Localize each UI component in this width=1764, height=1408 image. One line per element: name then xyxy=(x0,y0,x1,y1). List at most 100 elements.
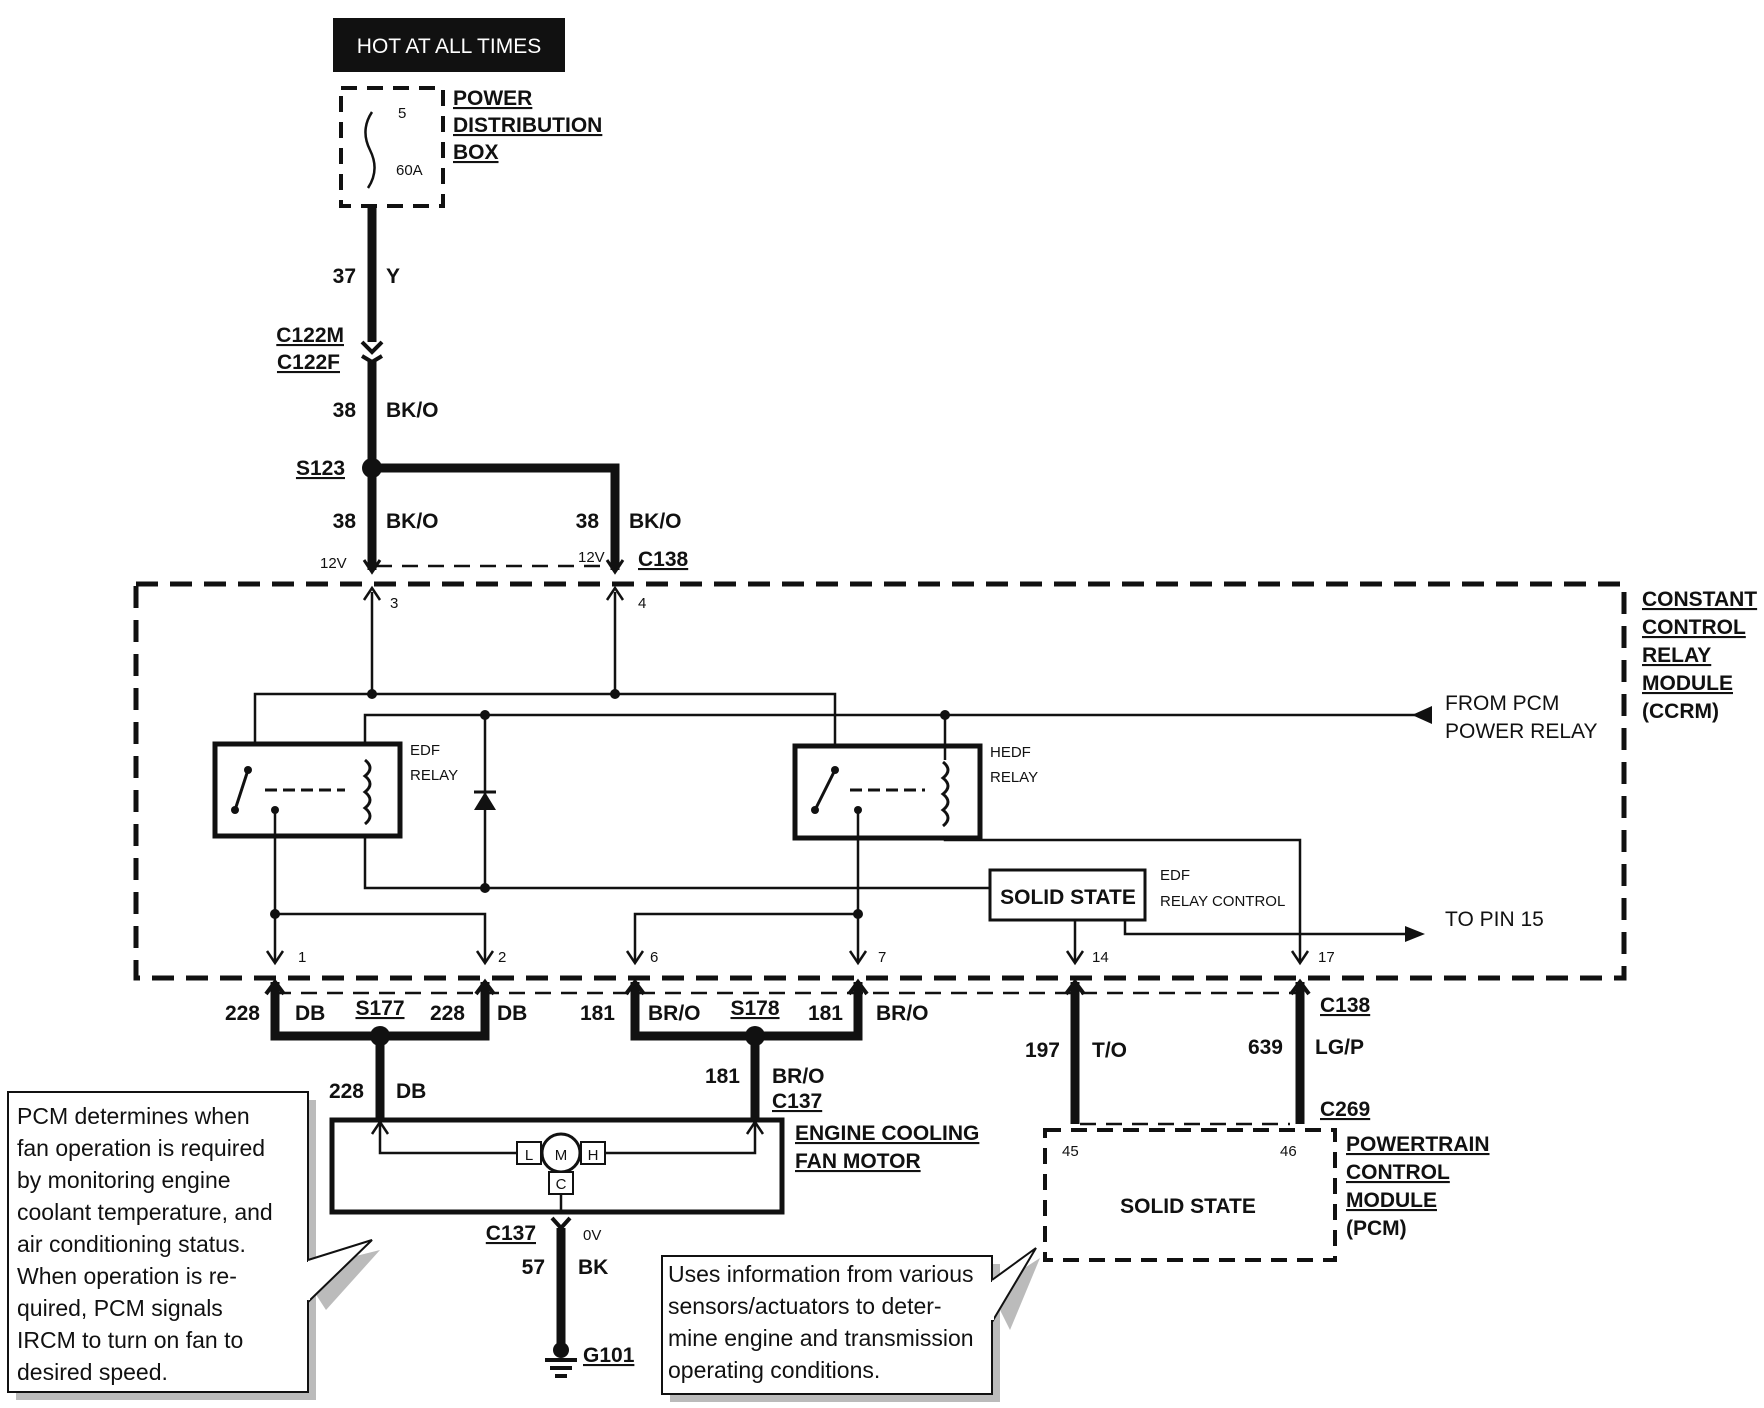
fan-motor-title-2: FAN MOTOR xyxy=(795,1150,921,1173)
c122f-label: C122F xyxy=(277,351,340,374)
ccrm-title-1: CONSTANT xyxy=(1642,588,1757,611)
ccrm-solid-state-label: SOLID STATE xyxy=(1000,886,1136,909)
ccrm-pin-2: 2 xyxy=(498,949,506,966)
relay-control-1: EDF xyxy=(1160,867,1190,884)
fan-motor-title-1: ENGINE COOLING xyxy=(795,1122,979,1145)
pcm-solid-state: SOLID STATE xyxy=(1120,1195,1256,1218)
left-note-callout: PCM determines when fan operation is req… xyxy=(7,1091,380,1400)
edf-relay-label-2: RELAY xyxy=(410,767,458,784)
power-distribution-box: 5 60A POWER DISTRIBUTION BOX xyxy=(339,86,602,208)
wire-38-upper-color: BK/O xyxy=(386,399,439,422)
pdb-title-1: POWER xyxy=(453,87,532,110)
pdb-title-3: BOX xyxy=(453,141,499,164)
to-pin-15: TO PIN 15 xyxy=(1445,908,1544,931)
ccrm-pin-1: 1 xyxy=(298,949,306,966)
pdb-title-2: DISTRIBUTION xyxy=(453,114,602,137)
wire-197-color: T/O xyxy=(1092,1039,1127,1062)
pin3-voltage: 12V xyxy=(320,555,347,572)
fuse-rating: 60A xyxy=(396,162,423,179)
wire-181-a-color: BR/O xyxy=(648,1002,701,1025)
from-pcm-arrow-icon xyxy=(1412,706,1432,724)
powertrain-control-module: 45 46 SOLID STATE POWERTRAIN CONTROL MOD… xyxy=(1043,1128,1490,1262)
right-note-line-3: mine engine and transmission xyxy=(668,1325,974,1351)
ccrm-pin-17: 17 xyxy=(1318,949,1335,966)
ground-icon xyxy=(545,1342,577,1378)
fuse-number: 5 xyxy=(398,105,406,122)
wire-38-branch xyxy=(372,463,620,570)
ccrm-title-2: CONTROL xyxy=(1642,616,1746,639)
wire-639-color: LG/P xyxy=(1315,1036,1364,1059)
wire-38-left-circuit: 38 xyxy=(333,510,357,533)
wire-38-right-color: BK/O xyxy=(629,510,682,533)
ccrm-pin-3: 3 xyxy=(390,595,398,612)
s178-label: S178 xyxy=(730,997,779,1020)
c122-connector: C122M C122F xyxy=(276,324,384,374)
left-note-line-6: When operation is re- xyxy=(17,1263,237,1289)
pcm-abbr: (PCM) xyxy=(1346,1217,1407,1240)
s123-label: S123 xyxy=(296,457,345,480)
ccrm-pin-14: 14 xyxy=(1092,949,1109,966)
edf-relay-label-1: EDF xyxy=(410,742,440,759)
wire-639-circuit: 639 xyxy=(1248,1036,1283,1059)
pcm-pin-46: 46 xyxy=(1280,1143,1297,1160)
wire-38-upper-circuit: 38 xyxy=(333,399,357,422)
edf-coil-icon xyxy=(362,758,372,826)
pcm-title-3: MODULE xyxy=(1346,1189,1437,1212)
terminal-c: C xyxy=(556,1176,567,1193)
terminal-h: H xyxy=(588,1147,599,1164)
pcm-pin-45: 45 xyxy=(1062,1143,1079,1160)
c137-top-label: C137 xyxy=(772,1090,822,1113)
ccrm-abbr: (CCRM) xyxy=(1642,700,1719,723)
hedf-relay-label-2: RELAY xyxy=(990,769,1038,786)
ccrm-module: CONSTANT CONTROL RELAY MODULE (CCRM) xyxy=(133,581,1757,981)
diode-icon xyxy=(474,792,496,810)
wire-228-a-color: DB xyxy=(295,1002,325,1025)
fuse-icon xyxy=(364,111,376,189)
relay-control-2: RELAY CONTROL xyxy=(1160,893,1285,910)
wire-228-b-circuit: 228 xyxy=(430,1002,465,1025)
ccrm-title-4: MODULE xyxy=(1642,672,1733,695)
ccrm-solid-state: SOLID STATE EDF RELAY CONTROL xyxy=(988,867,1285,922)
right-note-line-2: sensors/actuators to deter- xyxy=(668,1293,942,1319)
wire-57-circuit: 57 xyxy=(522,1256,545,1279)
left-note-line-8: IRCM to turn on fan to xyxy=(17,1327,243,1353)
ccrm-title-3: RELAY xyxy=(1642,644,1711,667)
wire-181-c-circuit: 181 xyxy=(705,1065,740,1088)
engine-cooling-fan-motor: L M H C ENGINE COOLING FAN MOTOR xyxy=(329,1117,979,1215)
wire-197-circuit: 197 xyxy=(1025,1039,1060,1062)
wire-181-a-circuit: 181 xyxy=(580,1002,615,1025)
ground-voltage: 0V xyxy=(583,1227,601,1244)
ccrm-pin-7: 7 xyxy=(878,949,886,966)
wire-228-c-color: DB xyxy=(396,1080,426,1103)
right-note-callout: Uses information from various sensors/ac… xyxy=(661,1247,1040,1402)
edf-relay: EDF RELAY xyxy=(212,741,458,839)
pcm-title-2: CONTROL xyxy=(1346,1161,1450,1184)
wire-181-b-circuit: 181 xyxy=(808,1002,843,1025)
c137-bottom-label: C137 xyxy=(486,1222,536,1245)
pcm-title-1: POWERTRAIN xyxy=(1346,1133,1490,1156)
wire-37-circuit: 37 xyxy=(333,265,356,288)
c138-top-label: C138 xyxy=(638,548,689,571)
c122m-label: C122M xyxy=(276,324,344,347)
wire-181-c-color: BR/O xyxy=(772,1065,825,1088)
left-note-line-1: PCM determines when xyxy=(17,1103,250,1129)
c138-bottom-label: C138 xyxy=(1320,994,1371,1017)
wire-38-left-color: BK/O xyxy=(386,510,439,533)
left-note-line-9: desired speed. xyxy=(17,1359,168,1385)
left-note-line-7: quired, PCM signals xyxy=(17,1295,223,1321)
terminal-l: L xyxy=(525,1147,533,1164)
wire-37-color: Y xyxy=(386,265,400,288)
hedf-relay: HEDF RELAY xyxy=(792,743,1038,841)
left-note-line-3: by monitoring engine xyxy=(17,1167,231,1193)
g101-label: G101 xyxy=(583,1344,635,1367)
hot-label: HOT AT ALL TIMES xyxy=(357,35,541,58)
pin4-voltage: 12V xyxy=(578,549,605,566)
wire-228-b-color: DB xyxy=(497,1002,527,1025)
wire-181-b-color: BR/O xyxy=(876,1002,929,1025)
ccrm-pin-4: 4 xyxy=(638,595,646,612)
wire-38-right-circuit: 38 xyxy=(576,510,600,533)
left-note-line-5: air conditioning status. xyxy=(17,1231,246,1257)
from-pcm-line1: FROM PCM xyxy=(1445,692,1559,715)
wire-228-c-circuit: 228 xyxy=(329,1080,364,1103)
to-pin-arrow-icon xyxy=(1405,926,1425,942)
